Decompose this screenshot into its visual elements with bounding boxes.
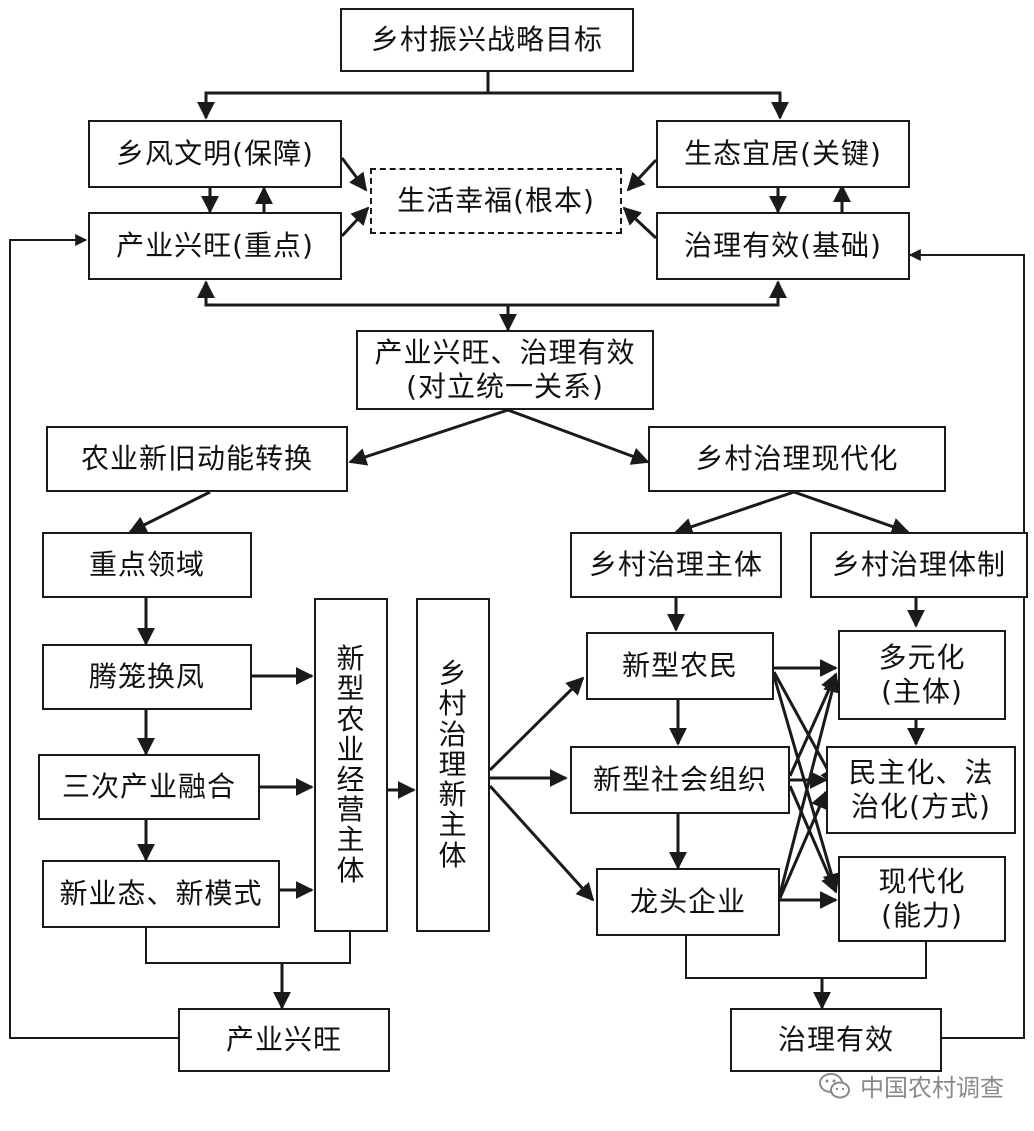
- connector-feedback-right: [908, 249, 1025, 1039]
- xinxing-char-1: 新: [336, 642, 366, 676]
- zhili-bottom-box: 治理有效: [730, 1008, 942, 1072]
- watermark: 中国农村调查: [818, 1068, 1004, 1103]
- connector-nongmin-to-minzhu: [772, 671, 838, 787]
- zhongdian-box: 重点领域: [42, 532, 252, 598]
- xinzhuti-char-4: 理: [438, 747, 468, 781]
- xinzhuti-char-3: 治: [438, 717, 468, 751]
- connector-top-bidirectional: [197, 280, 787, 307]
- connector-nongye-to-zhongdian: [128, 490, 211, 534]
- duoyuan-line-1: 多元化: [878, 641, 966, 675]
- xinxing-char-2: 型: [336, 672, 366, 706]
- connector-xiangfeng-to-shenghuo: [340, 157, 368, 192]
- watermark-text: 中国农村调查: [860, 1074, 1004, 1102]
- xinzhuti-char-2: 村: [438, 687, 468, 721]
- zhili-top-box: 治理有效(基础): [656, 212, 910, 280]
- xiangcun-modern-box: 乡村治理现代化: [648, 426, 946, 492]
- xinxing-char-5: 经: [336, 763, 366, 796]
- shehui-box: 新型社会组织: [570, 746, 790, 814]
- connector-zhili-to-shenghuo: [622, 206, 658, 240]
- xiangfeng-box: 乡风文明(保障): [88, 120, 342, 188]
- sanci-box: 三次产业融合: [38, 754, 260, 820]
- xiandai-line-1: 现代化: [878, 865, 966, 899]
- connector-feedback-left: [9, 234, 178, 1039]
- xiangcun-xinzhuti-box: 乡 村 治 理 新 主 体: [416, 598, 490, 932]
- xiandai-box: 现代化 (能力): [838, 856, 1006, 942]
- xiandai-line-2: (能力): [881, 899, 963, 932]
- xinxing-char-7: 主: [336, 823, 366, 857]
- xinzhuti-char-1: 乡: [438, 657, 468, 691]
- xinxing-char-4: 业: [336, 732, 366, 766]
- tizhi-box: 乡村治理体制: [810, 532, 1028, 598]
- relation-line-1: 产业兴旺、治理有效: [374, 336, 636, 370]
- xinxing-char-3: 农: [336, 702, 366, 736]
- connector-left-collector: [145, 928, 351, 964]
- connector-nongmin-to-xiandai: [772, 675, 841, 892]
- xinzhuti-char-6: 主: [438, 808, 468, 842]
- xinzhuti-char-7: 体: [438, 838, 468, 872]
- connector-goal-split: [197, 72, 490, 120]
- xinxing-char-8: 体: [336, 853, 366, 887]
- connector-xiangcun-to-nongmin: [488, 676, 585, 772]
- connector-longtou-to-minzhu: [778, 790, 828, 899]
- chanye-top-box: 产业兴旺(重点): [88, 212, 342, 280]
- connector-shengtai-to-shenghuo: [626, 158, 658, 192]
- chanye-bottom-box: 产业兴旺: [178, 1008, 390, 1072]
- shenghuo-box: 生活幸福(根本): [370, 168, 622, 234]
- xinzhuti-char-5: 新: [438, 778, 468, 812]
- connector-relation-to-nongye: [348, 408, 509, 466]
- connector-modern-to-tizhi: [793, 490, 910, 536]
- zhuti-box: 乡村治理主体: [570, 532, 782, 598]
- tenglong-box: 腾笼换凤: [42, 644, 252, 710]
- connector-longtou-to-duoyuan: [778, 674, 841, 895]
- connector-goal-to-shengtai: [488, 91, 789, 120]
- connector-modern-to-zhuti: [674, 490, 795, 536]
- connector-right-collector: [685, 935, 927, 979]
- duoyuan-line-2: (主体): [881, 675, 963, 708]
- minzhu-box: 民主化、法 治化(方式): [826, 746, 1016, 834]
- nongmin-box: 新型农民: [586, 632, 774, 700]
- xinxing-nongye-box: 新 型 农 业 经 营 主 体: [314, 598, 388, 932]
- connector-shehui-to-xiandai: [788, 785, 838, 894]
- xinye-box: 新业态、新模式: [42, 860, 280, 928]
- nongye-box: 农业新旧动能转换: [46, 426, 348, 492]
- shengtai-box: 生态宜居(关键): [656, 120, 910, 188]
- minzhu-line-2: 治化(方式): [851, 790, 991, 823]
- relation-line-2: (对立统一关系): [406, 370, 604, 403]
- wechat-icon: [819, 1072, 850, 1098]
- connector-relation-to-modern: [507, 408, 650, 465]
- goal-box: 乡村振兴战略目标: [340, 8, 634, 72]
- minzhu-line-1: 民主化、法: [848, 756, 994, 790]
- relation-box: 产业兴旺、治理有效 (对立统一关系): [356, 330, 654, 410]
- xinxing-char-6: 营: [336, 793, 366, 827]
- connector-chanye-to-shenghuo: [340, 206, 370, 238]
- connector-xiangcun-to-longtou: [488, 784, 595, 902]
- longtou-box: 龙头企业: [596, 868, 780, 936]
- duoyuan-box: 多元化 (主体): [838, 630, 1006, 720]
